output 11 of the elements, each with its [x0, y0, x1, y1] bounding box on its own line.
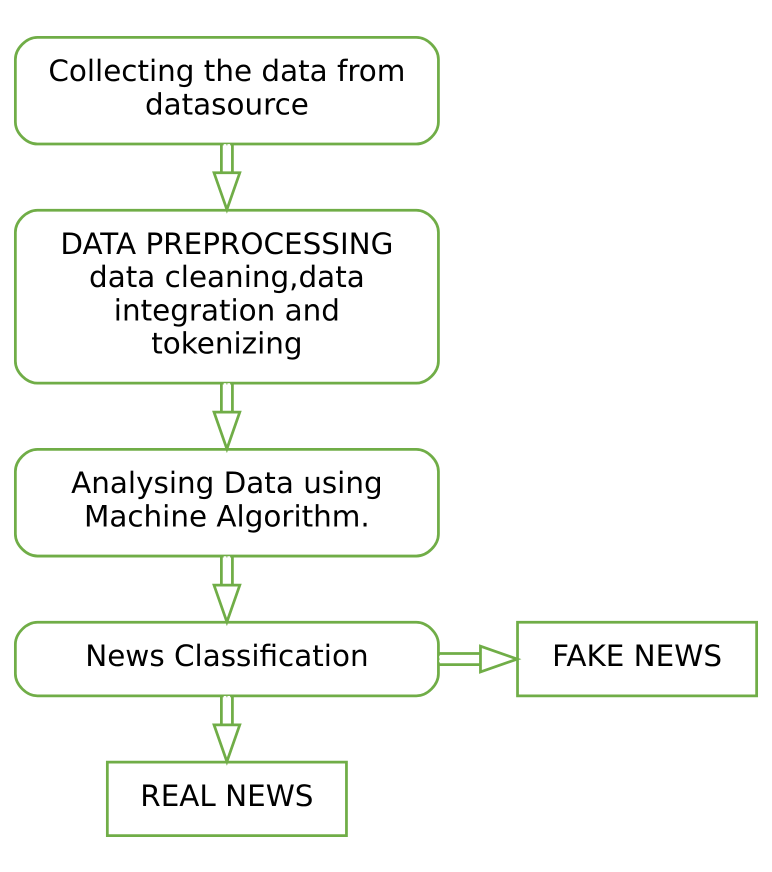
node-box: Collecting the data from datasource — [14, 35, 440, 145]
node-box: News Classification — [14, 620, 440, 697]
arrow — [212, 695, 242, 766]
arrow — [439, 644, 522, 674]
arrow — [212, 144, 242, 214]
node-box: FAKE NEWS — [516, 620, 758, 697]
node-box: DATA PREPROCESSING data cleaning,data integration and tokenizing — [14, 208, 440, 384]
node-box: REAL NEWS — [106, 760, 348, 837]
arrow — [212, 382, 242, 453]
arrow — [212, 556, 242, 626]
node-box: Analysing Data using Machine Algorithm. — [14, 448, 440, 557]
